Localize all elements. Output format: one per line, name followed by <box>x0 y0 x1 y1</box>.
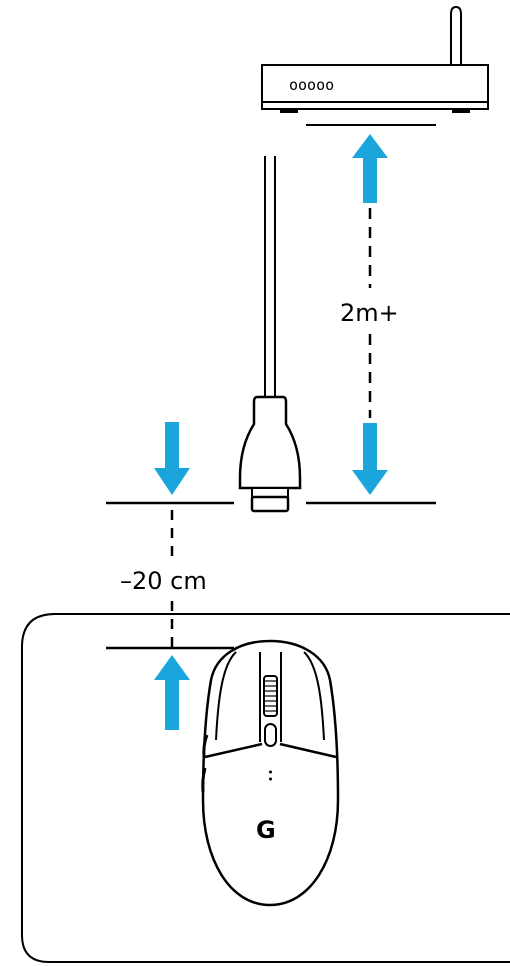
g-logo: G <box>256 816 276 844</box>
receiver-extender-icon <box>238 395 302 513</box>
receiver-distance-label: –20 cm <box>120 567 207 595</box>
router-distance-label: 2m+ <box>340 299 399 327</box>
router-indicator-lights: ooooo <box>289 76 334 94</box>
router-icon: ooooo <box>261 5 489 113</box>
mousepad-outline <box>21 613 510 963</box>
gaming-mouse-icon: G <box>201 639 340 907</box>
router-distance-arrow-down <box>352 423 388 495</box>
receiver-distance-arrow-down <box>154 422 190 495</box>
receiver-distance-arrow-up <box>154 655 190 730</box>
usb-cable-icon <box>264 156 276 396</box>
router-distance-arrow-up <box>352 134 388 203</box>
